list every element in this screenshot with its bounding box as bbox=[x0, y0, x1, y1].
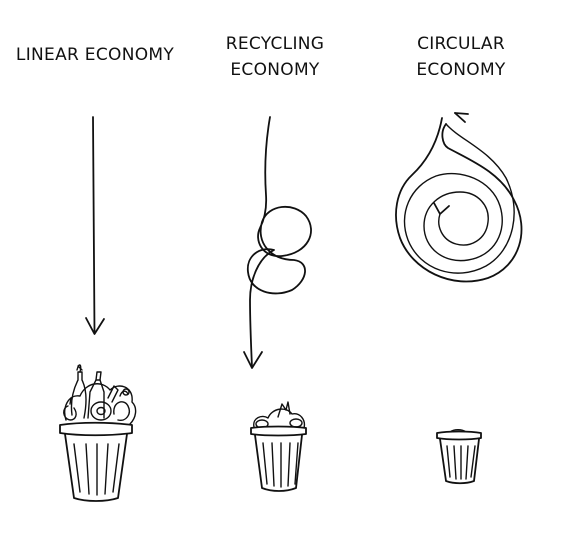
label-circular-line-2: ECONOMY bbox=[416, 60, 506, 80]
recycling-arrow-icon bbox=[243, 116, 312, 369]
circular-trash-bin-icon bbox=[436, 429, 482, 485]
recycling-trash-bin-icon bbox=[250, 401, 307, 492]
linear-trash-bin-icon bbox=[59, 364, 137, 502]
label-circular-line-1: CIRCULAR bbox=[417, 34, 505, 54]
label-recycling-line-1: RECYCLING bbox=[225, 34, 325, 54]
label-linear-economy: LINEAR ECONOMY bbox=[10, 42, 180, 68]
circular-spiral-icon bbox=[395, 112, 523, 283]
linear-arrow-icon bbox=[85, 116, 105, 335]
label-recycling-economy: RECYCLING ECONOMY bbox=[190, 31, 360, 83]
label-circular-economy: CIRCULAR ECONOMY bbox=[376, 31, 546, 83]
label-recycling-line-2: ECONOMY bbox=[230, 60, 320, 80]
label-linear-line-1: LINEAR ECONOMY bbox=[15, 45, 175, 65]
